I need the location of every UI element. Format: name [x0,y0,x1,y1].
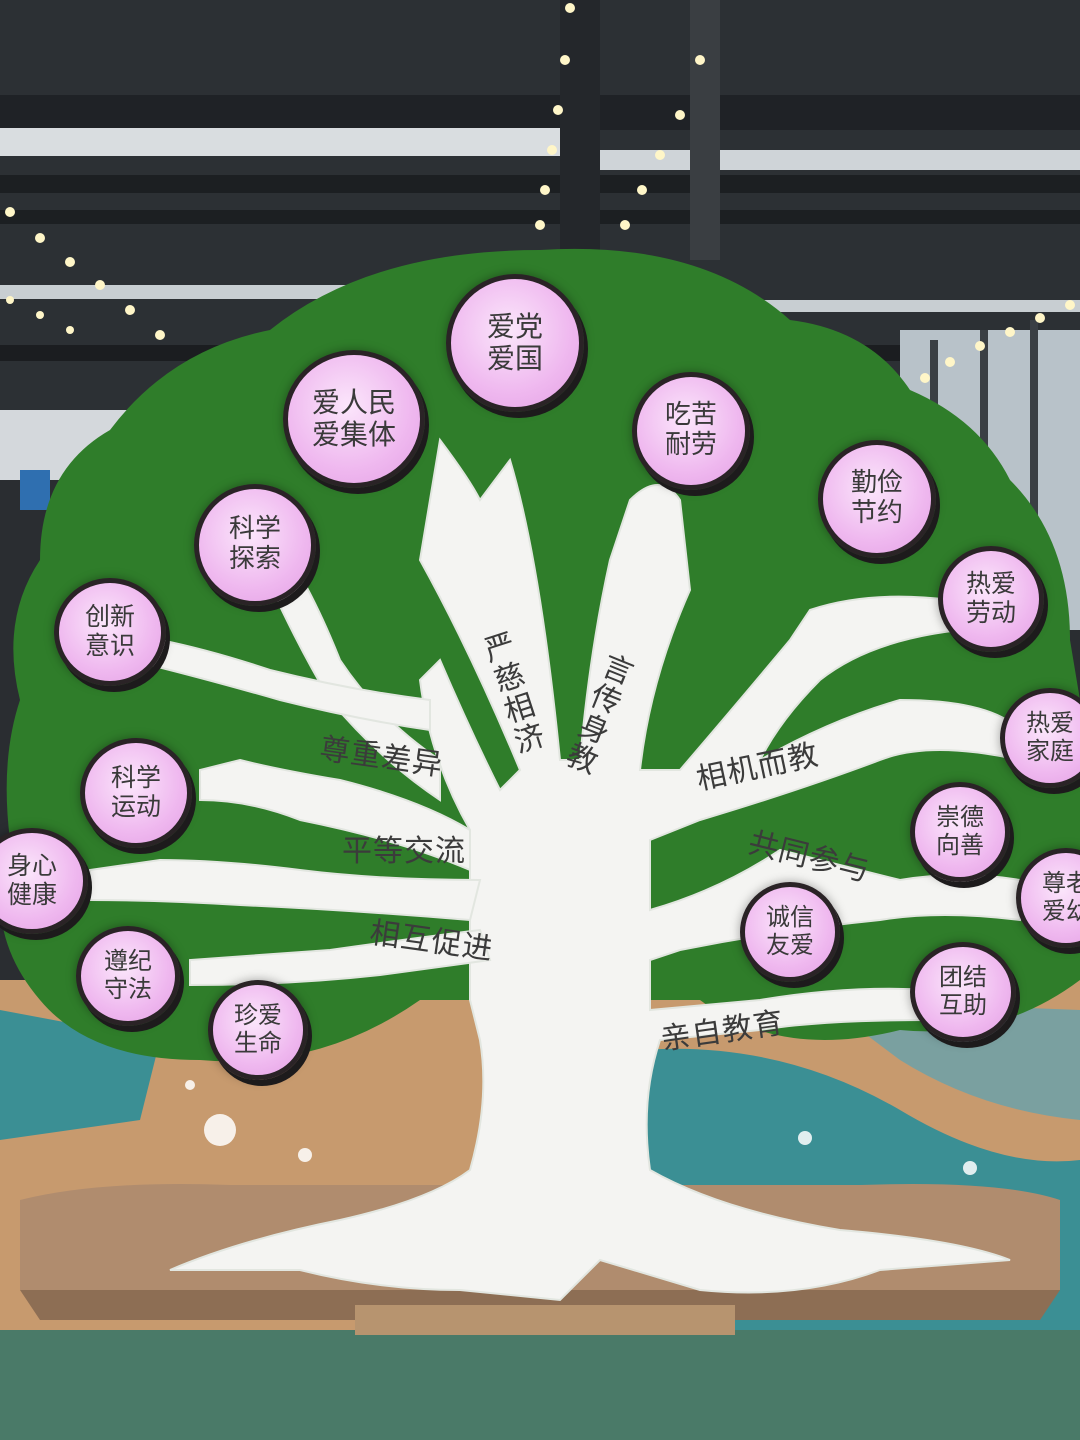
bubble-line-1: 珍爱 [234,1001,282,1030]
value-bubble-zunlao: 尊老 爱幼 [1016,848,1080,948]
bubble-line-2: 爱集体 [311,418,396,451]
bubble-line-1: 创新 [84,602,135,632]
bubble-line-2: 节约 [850,498,903,528]
bubble-line-1: 尊老 [1042,869,1080,898]
bubble-line-2: 耐劳 [664,430,717,460]
bubble-line-1: 崇德 [936,803,984,832]
bubble-line-1: 遵纪 [104,947,152,976]
bubble-line-2: 爱幼 [1042,897,1080,925]
bubble-line-1: 科学 [110,763,161,793]
bubble-line-1: 爱人民 [311,385,396,419]
bubble-line-2: 劳动 [965,598,1016,627]
value-bubble-airenmin: 爱人民 爱集体 [283,350,425,488]
value-bubble-aidang: 爱党 爱国 [446,274,584,412]
value-bubble-reai-jiating: 热爱 家庭 [1000,688,1080,788]
value-bubble-kexue-tansuo: 科学 探索 [194,484,316,606]
bubble-line-2: 守法 [104,975,152,1003]
bubble-line-1: 团结 [939,963,987,992]
value-bubble-zhenai: 珍爱 生命 [208,980,308,1080]
bubble-line-1: 科学 [228,514,281,545]
bubble-line-2: 运动 [110,792,161,821]
value-bubble-shenxin: 身心 健康 [0,828,88,934]
bubble-line-1: 热爱 [1026,709,1074,738]
value-bubble-zunji: 遵纪 守法 [76,926,180,1026]
bubble-line-1: 爱党 [486,309,543,343]
value-bubble-qinjian: 勤俭 节约 [818,440,936,558]
tree-trunk [89,437,1021,1302]
value-bubble-tuanjie: 团结 互助 [910,942,1016,1042]
value-bubble-chuangxin: 创新 意识 [54,578,166,686]
value-bubble-kexue-yundong: 科学 运动 [80,738,192,848]
bubble-line-2: 家庭 [1026,737,1074,765]
bubble-line-1: 诚信 [766,903,814,932]
bubble-line-1: 吃苦 [664,400,717,431]
bubble-line-2: 探索 [228,544,281,574]
bubble-line-2: 友爱 [766,931,814,959]
value-bubble-reai-laodong: 热爱 劳动 [938,546,1044,652]
bubble-line-2: 互助 [939,991,987,1019]
ceiling-lights [5,3,1075,383]
branch-label-pingdeng: 平等交流 [342,834,466,869]
bubble-line-2: 意识 [84,631,135,660]
bubble-line-1: 热爱 [965,569,1016,599]
bubble-line-1: 身心 [6,851,57,881]
bubble-line-2: 健康 [6,880,57,909]
bubble-line-2: 生命 [234,1029,282,1057]
bubble-line-2: 向善 [936,831,984,859]
bubble-line-2: 爱国 [486,342,543,375]
value-bubble-chongde: 崇德 向善 [910,782,1010,882]
value-bubble-chengxin: 诚信 友爱 [740,882,840,982]
bubble-line-1: 勤俭 [850,468,903,499]
value-bubble-chiku: 吃苦 耐劳 [632,372,750,490]
